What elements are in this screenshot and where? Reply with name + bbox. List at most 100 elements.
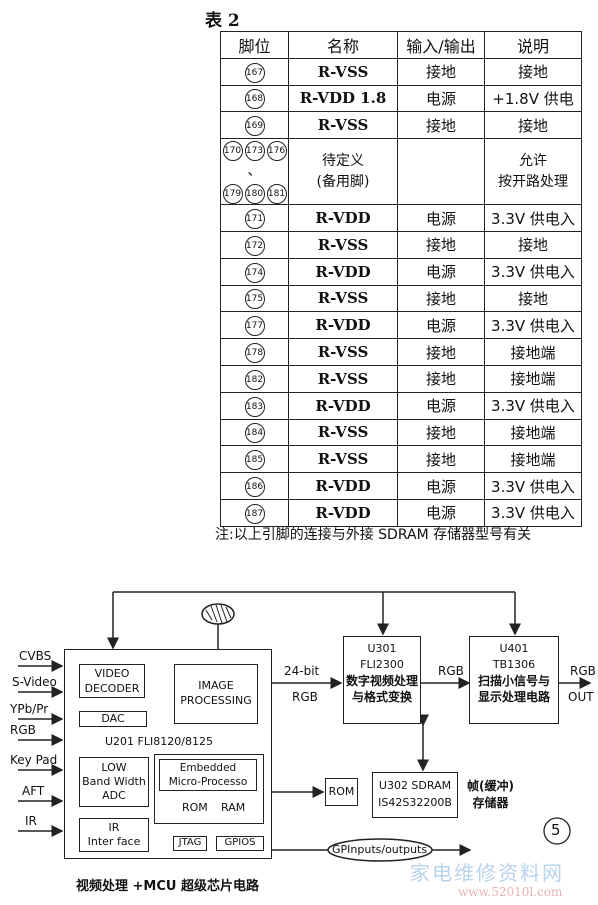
pin-number-badge: 185	[244, 450, 265, 471]
header-pin: 脚位	[220, 31, 289, 59]
pin-number-badge: 168	[244, 89, 265, 110]
desc-cell: 3.3V 供电入	[484, 204, 582, 232]
u301-out-label: RGB	[438, 664, 464, 678]
output-out: OUT	[568, 690, 594, 704]
gpio-bus-oval	[327, 838, 433, 862]
name-cell: R-VSS	[288, 111, 398, 140]
jtag-block: JTAG	[173, 836, 207, 851]
pin-cell: 182	[220, 364, 289, 393]
pin-number-badge: 175	[244, 289, 265, 310]
io-cell: 电源	[397, 84, 485, 113]
pin-number-badge: 177	[244, 316, 265, 337]
pin-number-badge: 167	[244, 62, 265, 83]
name-cell: R-VDD	[288, 311, 398, 340]
desc-cell: 接地	[484, 284, 582, 313]
pin-number-badge: 171	[244, 209, 265, 230]
diagram-caption: 视频处理 +MCU 超级芯片电路	[76, 879, 259, 894]
u401-block: U401 TB1306 扫描小信号与 显示处理电路	[469, 636, 559, 724]
desc-cell: 3.3V 供电入	[484, 311, 582, 340]
name-cell: R-VSS	[288, 284, 398, 313]
gpios-block: GPIOS	[216, 836, 264, 851]
input-keypad: Key Pad	[10, 753, 58, 767]
io-cell: 接地	[397, 230, 485, 259]
figure-number-circle	[543, 817, 571, 845]
name-cell: R-VDD	[288, 204, 398, 232]
pin-number-badge: 176	[266, 141, 287, 162]
pin-number-badge: 178	[244, 343, 265, 364]
pin-number-badge: 169	[244, 116, 265, 137]
desc-cell: 接地	[484, 111, 582, 140]
table-note: 注:以上引脚的连接与外接 SDRAM 存储器型号有关	[215, 527, 532, 543]
input-ypbpr: YPb/Pr	[10, 702, 49, 716]
input-ir: IR	[25, 814, 37, 828]
desc-cell: 接地	[484, 57, 582, 86]
name-cell: R-VDD	[288, 257, 398, 286]
desc-cell: 3.3V 供电入	[484, 498, 582, 527]
pin-number-badge: 180	[244, 184, 265, 205]
pin-number-badge: 174	[244, 262, 265, 283]
pin-number-badge: 172	[244, 235, 265, 256]
pin-number-badge: 179	[222, 184, 243, 205]
io-cell: 电源	[397, 391, 485, 420]
io-cell: 接地	[397, 57, 485, 86]
input-rgb: RGB	[10, 723, 36, 737]
pin-number-badge: 183	[244, 396, 265, 417]
io-cell	[397, 138, 485, 206]
external-rom-block: ROM	[325, 778, 358, 806]
io-cell: 接地	[397, 338, 485, 366]
desc-cell: 3.3V 供电入	[484, 472, 582, 500]
name-cell: R-VDD	[288, 391, 398, 420]
pin-number-badge: 182	[244, 369, 265, 390]
table-header-row: 脚位 名称 输入/输出 说明	[220, 31, 582, 59]
pin-cell: 184	[220, 418, 289, 447]
pin-cell: 175	[220, 284, 289, 313]
micro-ram: RAM	[221, 801, 246, 814]
header-name: 名称	[288, 31, 398, 59]
figure-number: 5	[551, 821, 561, 839]
pin-number-badge: 170	[222, 141, 243, 162]
name-cell: R-VDD 1.8	[288, 84, 398, 113]
io-cell: 电源	[397, 498, 485, 527]
gpio-bus-label: GPInputs/outputs	[332, 843, 428, 856]
bus-label-rgb: RGB	[292, 690, 318, 704]
watermark-title: 家电维修资料网	[410, 861, 564, 885]
pin-separator: 、	[247, 163, 262, 180]
header-desc: 说明	[484, 31, 582, 59]
desc-cell: +1.8V 供电	[484, 84, 582, 113]
pin-cell: 183	[220, 391, 289, 420]
header-io: 输入/输出	[397, 31, 485, 59]
pin-number-badge: 186	[244, 477, 265, 498]
micro-rom: ROM	[182, 801, 208, 814]
frame-buffer-label: 帧(缓冲) 存储器	[467, 779, 514, 810]
name-cell: R-VDD	[288, 472, 398, 500]
bus-label-24bit: 24-bit	[284, 664, 320, 678]
u201-label: U201 FLI8120/8125	[105, 735, 213, 748]
name-cell: R-VSS	[288, 418, 398, 447]
pin-cell: 177	[220, 311, 289, 340]
u302-sdram-block: U302 SDRAM IS42S32200B	[372, 772, 458, 818]
io-cell: 电源	[397, 257, 485, 286]
dac-block: DAC	[79, 711, 147, 727]
input-aft: AFT	[22, 784, 45, 798]
desc-cell: 3.3V 供电入	[484, 257, 582, 286]
desc-cell: 接地端	[484, 445, 582, 474]
output-rgb: RGB	[570, 664, 596, 678]
name-cell: R-VDD	[288, 498, 398, 527]
desc-cell: 3.3V 供电入	[484, 391, 582, 420]
pin-number-badge: 181	[266, 184, 287, 205]
io-cell: 接地	[397, 445, 485, 474]
pin-cell: 186	[220, 472, 289, 500]
desc-cell: 接地端	[484, 418, 582, 447]
table-caption: 表 2	[205, 11, 240, 31]
